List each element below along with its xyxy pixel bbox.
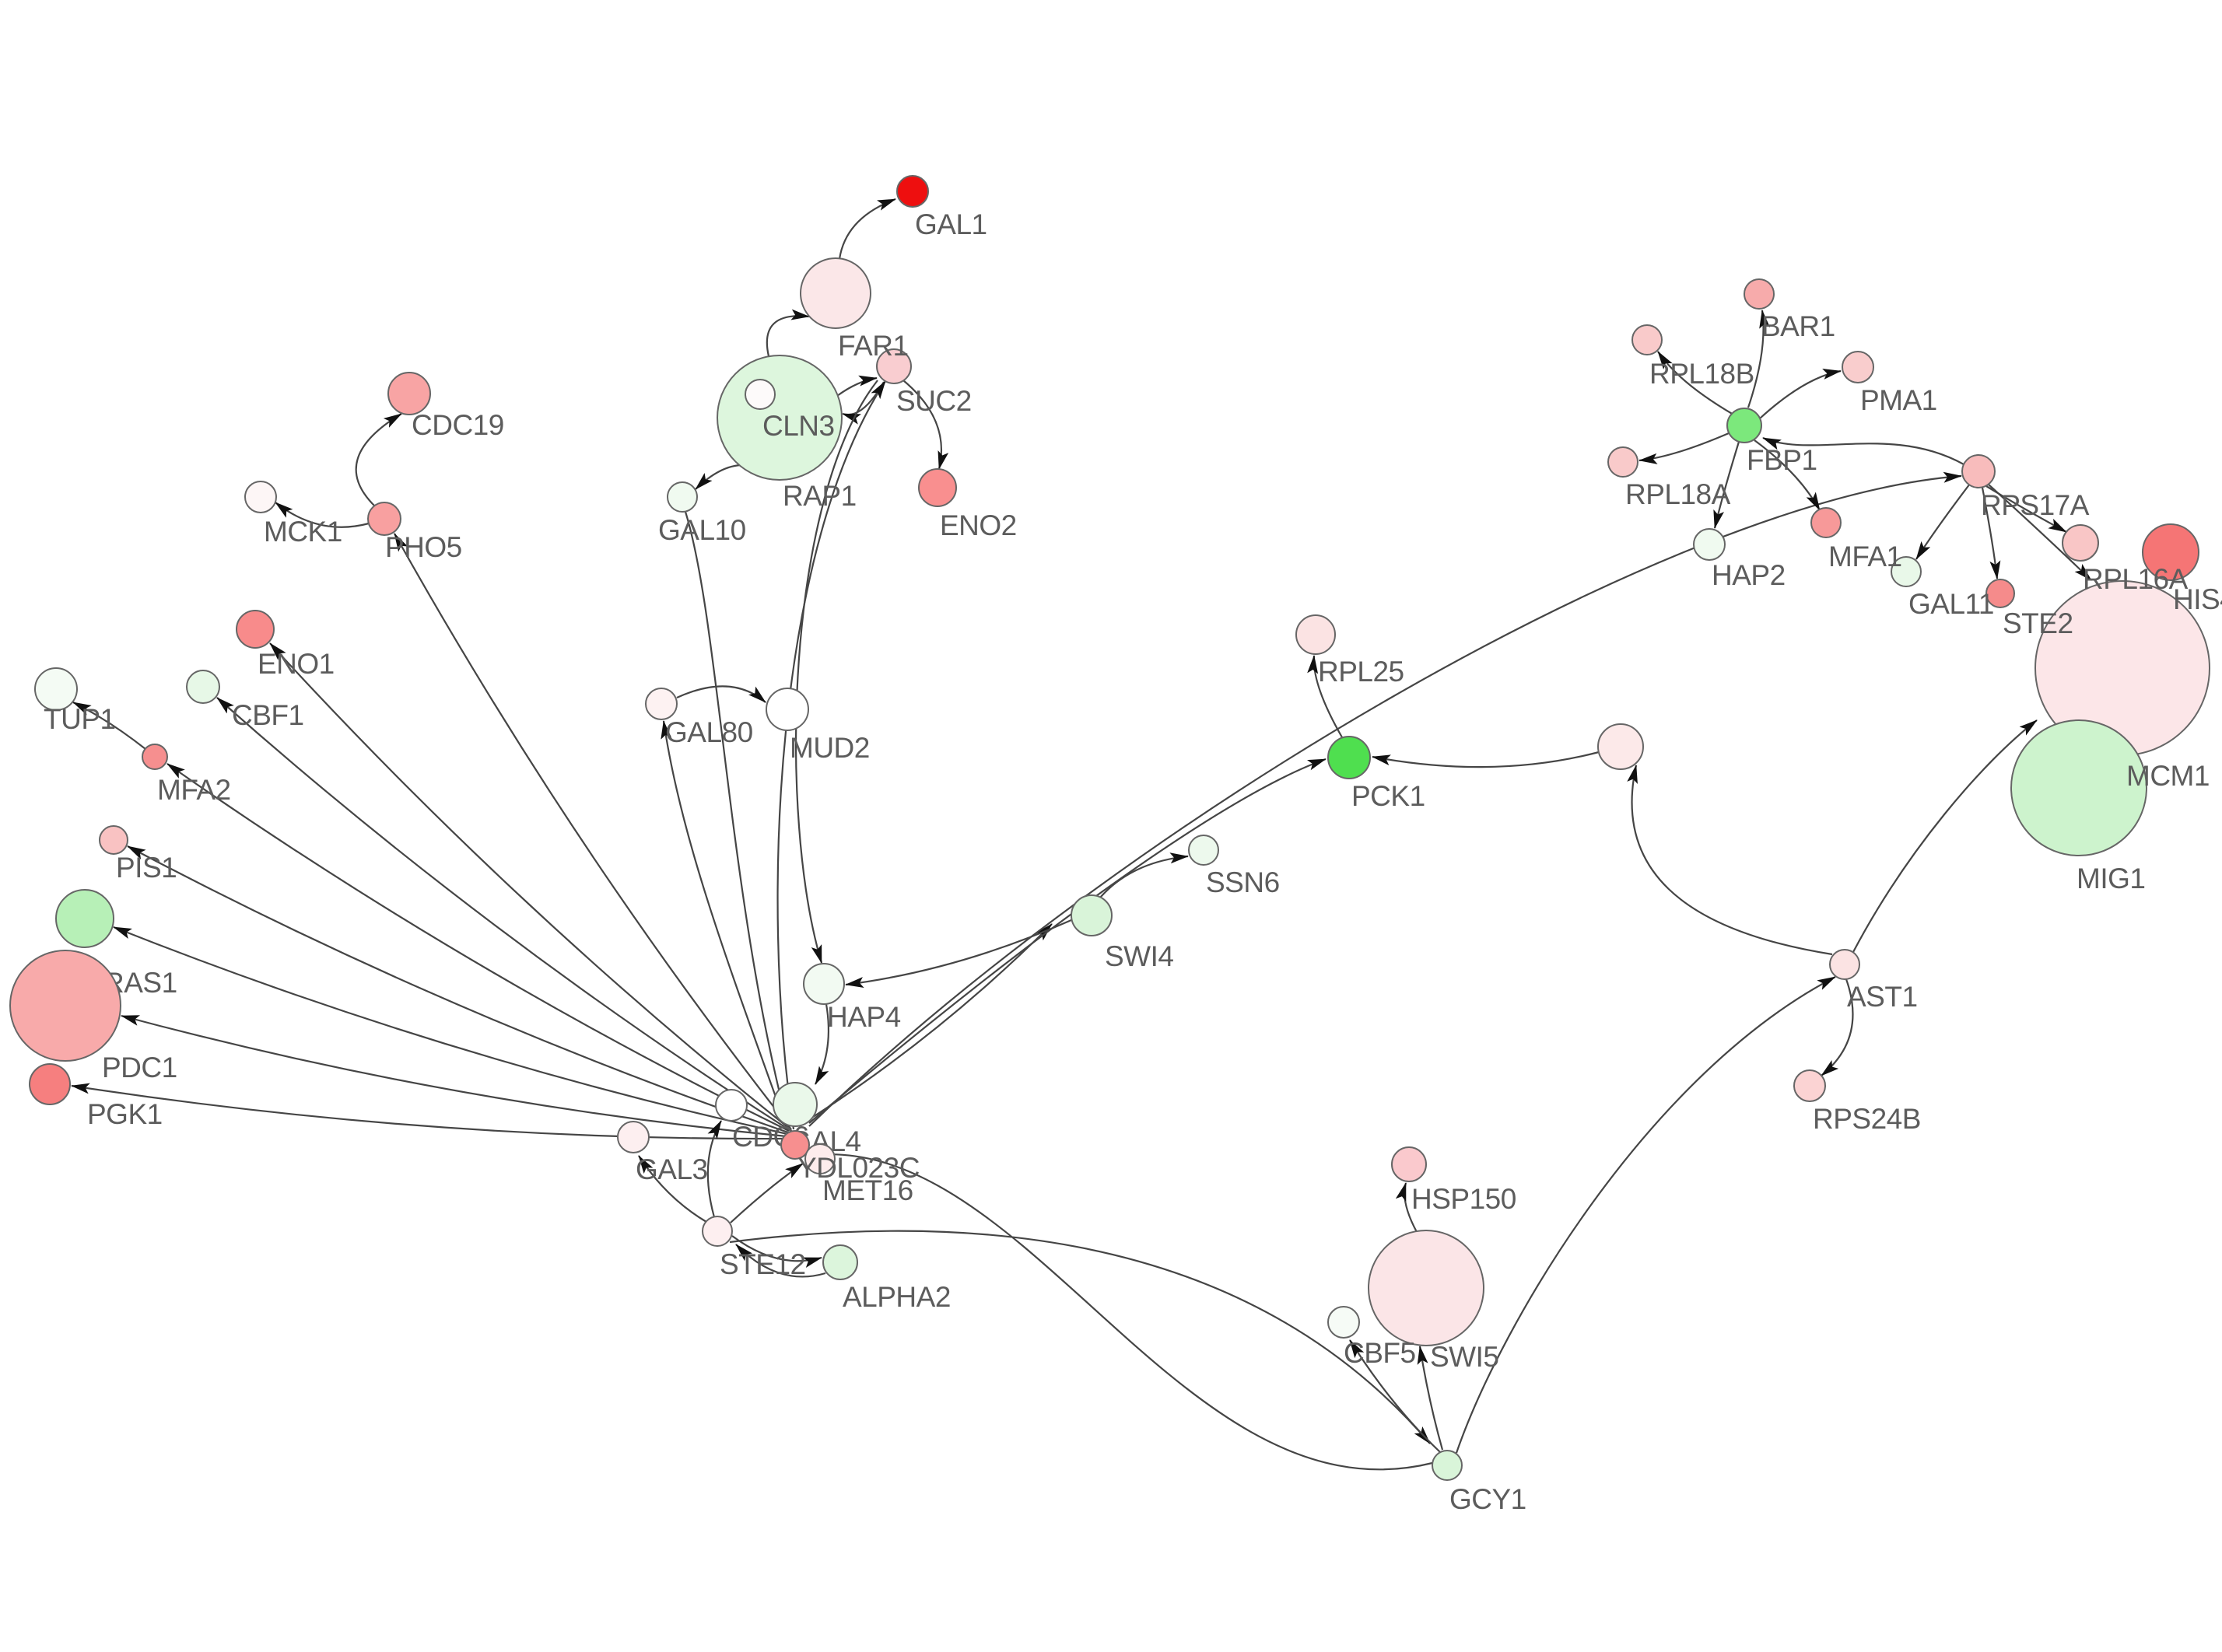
svg-text:MFA2: MFA2 [157, 774, 231, 806]
svg-text:SWI5: SWI5 [1430, 1341, 1498, 1373]
svg-text:PIS1: PIS1 [116, 852, 177, 884]
svg-text:SWI4: SWI4 [1105, 940, 1173, 972]
svg-text:YDL023C: YDL023C [797, 1152, 920, 1184]
svg-text:ENO2: ENO2 [940, 509, 1017, 541]
svg-text:RAP1: RAP1 [783, 480, 857, 512]
svg-text:MIG1: MIG1 [2077, 863, 2145, 894]
svg-text:RPS17A: RPS17A [1981, 489, 2090, 521]
svg-text:PDC1: PDC1 [102, 1052, 177, 1083]
svg-text:MUD2: MUD2 [790, 732, 870, 764]
svg-text:ENO1: ENO1 [258, 648, 335, 680]
svg-text:HAP4: HAP4 [827, 1001, 901, 1033]
svg-text:AST1: AST1 [1847, 981, 1918, 1013]
svg-text:CDC19: CDC19 [412, 409, 504, 441]
svg-text:STE2: STE2 [2003, 607, 2073, 639]
svg-text:HIS4: HIS4 [2173, 583, 2222, 615]
svg-text:BAR1: BAR1 [1761, 310, 1835, 342]
svg-text:GAL3: GAL3 [636, 1153, 708, 1185]
svg-text:MET16: MET16 [822, 1174, 913, 1206]
svg-text:MFA1: MFA1 [1828, 541, 1902, 572]
svg-text:ALPHA2: ALPHA2 [843, 1281, 951, 1313]
svg-text:CBF1: CBF1 [232, 699, 304, 731]
svg-text:RPL18A: RPL18A [1625, 478, 1731, 510]
svg-text:MCM1: MCM1 [2126, 760, 2210, 792]
svg-text:GAL80: GAL80 [665, 716, 753, 748]
svg-text:GCY1: GCY1 [1449, 1483, 1526, 1515]
svg-text:CBF5: CBF5 [1344, 1337, 1416, 1369]
svg-text:FAR1: FAR1 [838, 330, 909, 362]
svg-text:PCK1: PCK1 [1351, 780, 1425, 812]
svg-text:GAL11: GAL11 [1908, 588, 1994, 620]
svg-text:SSN6: SSN6 [1206, 866, 1280, 898]
svg-text:RPL18B: RPL18B [1649, 358, 1754, 390]
svg-text:RPS24B: RPS24B [1813, 1103, 1921, 1135]
svg-text:FBP1: FBP1 [1747, 444, 1817, 476]
svg-text:CLN3: CLN3 [762, 410, 835, 442]
svg-text:SUC2: SUC2 [896, 385, 972, 417]
svg-text:RPL16A: RPL16A [2083, 563, 2189, 595]
svg-text:GAL1: GAL1 [915, 208, 987, 240]
svg-text:GAL10: GAL10 [658, 514, 746, 546]
svg-text:PHO5: PHO5 [385, 531, 462, 563]
svg-text:TUP1: TUP1 [44, 703, 116, 735]
svg-text:HAP2: HAP2 [1712, 559, 1786, 591]
svg-text:PMA1: PMA1 [1860, 384, 1937, 416]
svg-text:HSP150: HSP150 [1411, 1183, 1516, 1215]
svg-text:RPL25: RPL25 [1318, 656, 1404, 688]
svg-text:MCK1: MCK1 [264, 516, 342, 548]
svg-text:PGK1: PGK1 [87, 1098, 163, 1130]
svg-text:STE12: STE12 [720, 1248, 806, 1280]
